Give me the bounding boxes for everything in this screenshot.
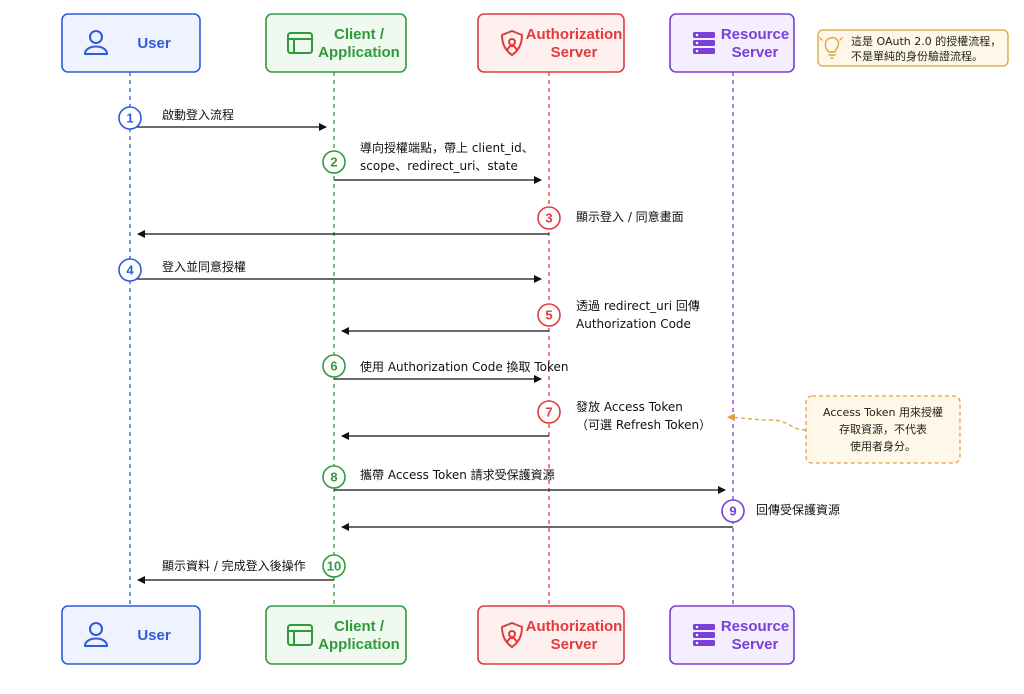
participant-user-bottom: User — [61, 605, 201, 665]
participant-label: Client / — [334, 618, 385, 635]
message-label: 導向授權端點，帶上 client_id、 — [360, 140, 534, 155]
step-number: 5 — [545, 308, 552, 323]
access-token-note-text: Access Token 用來授權 — [823, 405, 943, 419]
access-token-note-text: 使用者身分。 — [850, 439, 916, 453]
participant-label: Resource — [721, 618, 789, 635]
participant-label: Authorization — [526, 618, 623, 635]
step-number: 1 — [126, 111, 133, 126]
step-number: 3 — [545, 211, 552, 226]
oauth-note: 這是 OAuth 2.0 的授權流程，不是單純的身份驗證流程。 — [817, 29, 1009, 67]
participant-label: Server — [551, 44, 598, 61]
message-label: 攜帶 Access Token 請求受保護資源 — [360, 467, 555, 482]
message-4: 4 登入並同意授權 — [118, 258, 542, 283]
message-label: 啟動登入流程 — [162, 107, 234, 122]
server-stack-icon — [693, 624, 715, 646]
message-9: 9 回傳受保護資源 — [341, 499, 840, 531]
note-connector — [727, 413, 807, 431]
participant-client-bottom: Client /Application — [265, 605, 407, 665]
message-8: 8 攜帶 Access Token 請求受保護資源 — [322, 465, 726, 494]
participant-label: Server — [551, 636, 598, 653]
browser-window-icon — [287, 32, 313, 54]
message-label: 回傳受保護資源 — [756, 502, 840, 517]
step-number: 2 — [330, 155, 337, 170]
step-badge — [721, 499, 745, 523]
participant-label: Resource — [721, 26, 789, 43]
participant-label: Server — [732, 44, 779, 61]
lightbulb-icon — [819, 36, 843, 59]
step-badge — [537, 303, 561, 327]
oauth-note-text: 不是單純的身份驗證流程。 — [851, 49, 983, 63]
notes: 這是 OAuth 2.0 的授權流程，不是單純的身份驗證流程。 Access To… — [727, 29, 1009, 464]
participant-client-top: Client /Application — [265, 13, 407, 73]
participant-label: Application — [318, 44, 400, 61]
message-label: 登入並同意授權 — [162, 259, 246, 274]
message-label: 使用 Authorization Code 換取 Token — [360, 359, 569, 374]
step-badge — [537, 400, 561, 424]
step-badge — [322, 465, 346, 489]
step-number: 7 — [545, 405, 552, 420]
server-stack-icon — [693, 32, 715, 54]
step-badge — [537, 206, 561, 230]
step-number: 4 — [126, 263, 134, 278]
browser-window-icon — [287, 624, 313, 646]
participant-label: Authorization — [526, 26, 623, 43]
message-label: 顯示登入 / 同意畫面 — [576, 209, 684, 224]
step-badge — [118, 258, 142, 282]
step-badge — [322, 554, 346, 578]
step-number: 9 — [729, 504, 736, 519]
message-label: 透過 redirect_uri 回傳 — [576, 299, 700, 313]
participant-label: User — [137, 35, 171, 52]
message-label: Authorization Code — [576, 317, 691, 331]
participant-label: Application — [318, 636, 400, 653]
message-7: 7 發放 Access Token （可選 Refresh Token） — [341, 399, 711, 440]
user-icon — [84, 30, 108, 55]
message-5: 5 透過 redirect_uri 回傳 Authorization Code — [341, 299, 700, 335]
oauth-note-text: 這是 OAuth 2.0 的授權流程， — [851, 34, 1001, 48]
shield-icon — [501, 30, 523, 56]
message-label: 顯示資料 / 完成登入後操作 — [162, 558, 306, 573]
message-6: 6 使用 Authorization Code 換取 Token — [322, 354, 569, 383]
step-badge — [118, 106, 142, 130]
step-badge — [322, 150, 346, 174]
step-number: 10 — [327, 559, 341, 574]
message-1: 1 啟動登入流程 — [118, 106, 327, 131]
participant-user-top: User — [61, 13, 201, 73]
message-3: 3 顯示登入 / 同意畫面 — [137, 206, 684, 238]
message-label: （可選 Refresh Token） — [576, 418, 711, 432]
messages: 1 啟動登入流程 2 導向授權端點，帶上 client_id、 scope、redire… — [118, 106, 840, 584]
message-10: 10 顯示資料 / 完成登入後操作 — [137, 554, 346, 584]
message-2: 2 導向授權端點，帶上 client_id、 scope、redirect_uri、… — [322, 140, 542, 184]
user-icon — [84, 622, 108, 647]
message-label: scope、redirect_uri、state — [360, 159, 518, 173]
participant-label: Server — [732, 636, 779, 653]
shield-icon — [501, 622, 523, 648]
participant-label: Client / — [334, 26, 385, 43]
participant-label: User — [137, 627, 171, 644]
step-number: 8 — [330, 470, 337, 485]
message-label: 發放 Access Token — [576, 399, 683, 414]
step-badge — [322, 354, 346, 378]
access-token-note-text: 存取資源，不代表 — [839, 422, 927, 436]
step-number: 6 — [330, 359, 337, 374]
